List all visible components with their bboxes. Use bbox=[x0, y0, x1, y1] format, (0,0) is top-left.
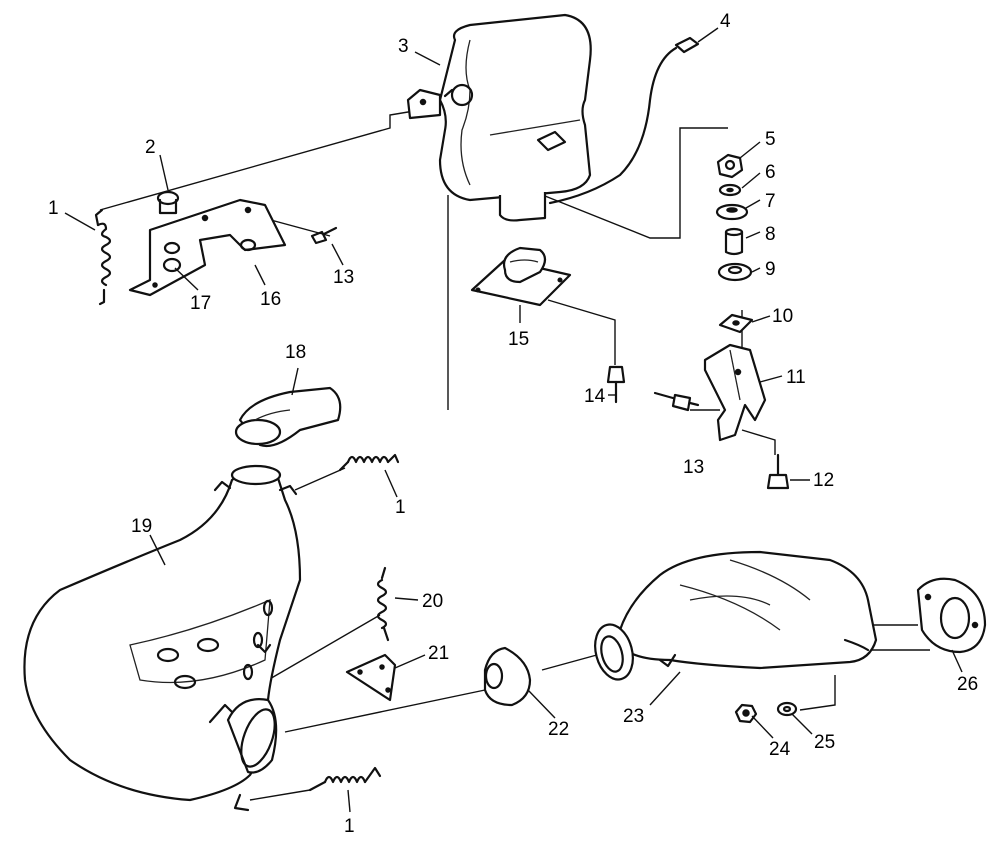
grommet-part-2 bbox=[156, 190, 180, 215]
spring-part-1-bottom bbox=[308, 766, 382, 792]
callout-20: 20 bbox=[422, 591, 443, 612]
callout-13-lower: 13 bbox=[683, 457, 704, 478]
callout-14: 14 bbox=[584, 386, 606, 407]
callout-10: 10 bbox=[772, 306, 793, 327]
callout-22: 22 bbox=[548, 719, 569, 740]
bolt-part-12 bbox=[766, 453, 790, 490]
assembly-guide-lines bbox=[99, 109, 930, 801]
callout-3: 3 bbox=[398, 36, 409, 57]
callout-16: 16 bbox=[260, 289, 281, 310]
bracket-part-16-17 bbox=[128, 198, 287, 297]
callout-19: 19 bbox=[131, 516, 152, 537]
callout-6: 6 bbox=[765, 162, 776, 183]
callout-1-middle: 1 bbox=[395, 497, 406, 518]
callout-2: 2 bbox=[145, 137, 156, 158]
silencer-part-23 bbox=[594, 550, 878, 681]
nut-part-5 bbox=[716, 153, 744, 179]
callout-4: 4 bbox=[720, 11, 731, 32]
spring-part-1-middle bbox=[338, 453, 400, 472]
callout-7: 7 bbox=[765, 191, 776, 212]
callout-9: 9 bbox=[765, 259, 776, 280]
elbow-pipe-part-18 bbox=[234, 386, 342, 448]
washer-part-25 bbox=[776, 701, 798, 717]
callout-1-top: 1 bbox=[48, 198, 59, 219]
muffler-part-3 bbox=[406, 13, 592, 222]
spring-part-20 bbox=[376, 566, 390, 642]
callout-21: 21 bbox=[428, 643, 449, 664]
callout-26: 26 bbox=[957, 674, 978, 695]
callout-17: 17 bbox=[190, 293, 211, 314]
callout-24: 24 bbox=[769, 739, 791, 760]
expansion-chamber-part-19 bbox=[23, 464, 302, 812]
callout-13-upper: 13 bbox=[333, 267, 354, 288]
gasket-part-26 bbox=[916, 577, 987, 654]
callout-5: 5 bbox=[765, 129, 776, 150]
stud-part-13-upper bbox=[310, 226, 338, 245]
hardware-stack bbox=[715, 153, 754, 334]
bolt-part-14 bbox=[606, 365, 626, 404]
callout-25: 25 bbox=[814, 732, 835, 753]
seal-cone-part-22 bbox=[483, 646, 532, 707]
bracket-part-11 bbox=[703, 343, 767, 442]
plate-part-21 bbox=[345, 653, 397, 702]
callout-18: 18 bbox=[285, 342, 306, 363]
spring-part-1-top bbox=[94, 208, 112, 306]
callout-1-bottom: 1 bbox=[344, 816, 355, 837]
callout-8: 8 bbox=[765, 224, 776, 245]
callout-12: 12 bbox=[813, 470, 834, 491]
callout-11: 11 bbox=[786, 367, 806, 388]
callout-labels: 1 2 3 4 5 6 7 8 9 10 11 12 13 13 14 15 1… bbox=[48, 11, 978, 837]
sensor-part-4 bbox=[548, 36, 700, 205]
spacer-part-8 bbox=[724, 230, 744, 256]
flange-plate-part-15 bbox=[470, 246, 572, 307]
stud-part-13-lower bbox=[653, 391, 700, 412]
callout-leaders bbox=[64, 27, 963, 813]
callout-23: 23 bbox=[623, 706, 644, 727]
callout-15: 15 bbox=[508, 329, 529, 350]
nut-part-24 bbox=[734, 703, 758, 724]
